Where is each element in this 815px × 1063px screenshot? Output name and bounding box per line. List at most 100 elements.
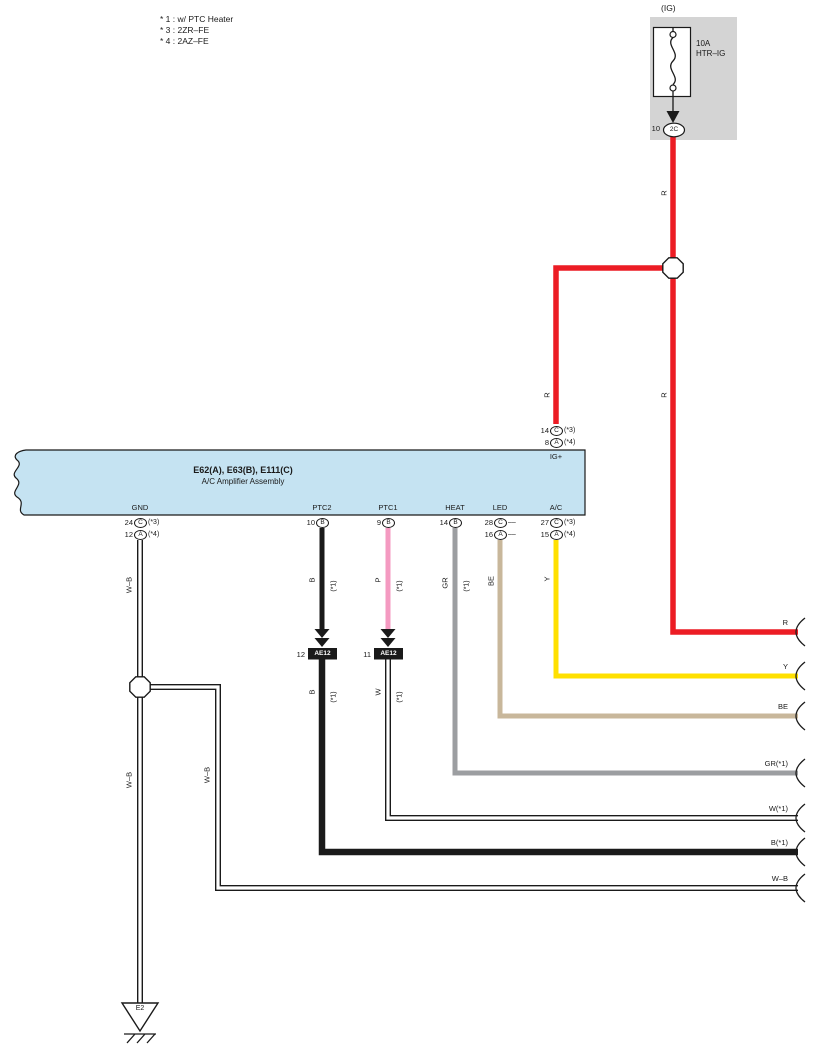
- fuse-rating: 10A: [696, 39, 711, 48]
- pin-row-heat: 14 B: [434, 517, 463, 528]
- ig-source-label: (IG): [661, 3, 676, 13]
- footnote-3: * 4 : 2AZ–FE: [160, 36, 209, 46]
- pin-note: (*3): [564, 519, 576, 526]
- pin-label-ptc1: PTC1: [378, 503, 398, 512]
- pin-row-ac-c: 27 C (*3): [535, 517, 575, 528]
- pin-label-igplus: IG+: [549, 452, 563, 461]
- pin-note: (*4): [564, 439, 576, 446]
- pin-label-gnd: GND: [131, 503, 149, 512]
- wire-label-wb-upper: W–B: [124, 576, 134, 594]
- splice-number-ptc1: 11: [363, 650, 371, 659]
- pin-label-heat: HEAT: [445, 503, 465, 512]
- fuse-terminal-top: [669, 30, 677, 39]
- pin-row-gnd-c: 24 C (*3): [119, 517, 159, 528]
- connector-oval: C: [550, 425, 563, 436]
- pin-row-ac-a: 15 A (*4): [535, 529, 575, 540]
- wire-label-gr: GR: [440, 577, 450, 589]
- pin-number: 28: [484, 518, 493, 527]
- connector-2c-label: 2C: [669, 126, 679, 133]
- wire-label-w-lower: W: [373, 688, 383, 696]
- fuse-name: HTR–IG: [696, 49, 726, 58]
- wire-end-label-be: BE: [777, 702, 788, 711]
- connector-arc-be: [795, 701, 806, 731]
- junction-octagon-gnd: [129, 676, 151, 698]
- connector-oval: A: [494, 529, 507, 540]
- wire-label-y: Y: [542, 576, 552, 582]
- wire-end-label-w: W(*1): [768, 804, 788, 813]
- wire-white-ptc1-fill: [386, 659, 798, 820]
- splice-label-ptc2: AE12: [314, 650, 331, 657]
- pin-number: 27: [540, 518, 549, 527]
- connector-arc-b: [795, 837, 806, 867]
- pin-number: 15: [540, 530, 549, 539]
- wire-note-w-lower: (*1): [396, 691, 404, 703]
- footnote-1: * 1 : w/ PTC Heater: [160, 14, 234, 24]
- wire-note-gr: (*1): [463, 580, 471, 592]
- wire-label-wb-lower: W–B: [124, 771, 134, 789]
- wire-wb-branch-fill: [140, 685, 798, 890]
- wire-yellow-ac: [553, 540, 798, 679]
- splice-number-ptc2: 12: [296, 650, 305, 659]
- ground-symbol-e2: [120, 1002, 160, 1033]
- pin-row-ig-a: 8 A (*4): [535, 437, 575, 448]
- splice-arrow-ptc1: [380, 629, 396, 638]
- connector-oval-2c: [662, 122, 686, 138]
- wire-end-label-y: Y: [782, 662, 788, 671]
- pin-note: (*3): [148, 519, 160, 526]
- connector-arc-w: [795, 803, 806, 833]
- pin-number: 12: [124, 530, 133, 539]
- pin-row-gnd-a: 12 A (*4): [119, 529, 159, 540]
- wire-label-r-branch: R: [542, 392, 552, 398]
- pin-note: ––: [508, 531, 516, 538]
- connector-oval: A: [550, 437, 563, 448]
- junction-octagon-ig: [662, 257, 684, 279]
- pin-label-led: LED: [492, 503, 508, 512]
- wire-red-ig: [670, 136, 798, 635]
- wire-end-label-b: B(*1): [770, 838, 788, 847]
- wire-label-r-top: R: [659, 190, 669, 196]
- pin-number: 9: [376, 518, 381, 527]
- wire-note-b-upper: (*1): [330, 580, 338, 592]
- pin-number: 8: [544, 438, 549, 447]
- connector-oval: B: [449, 517, 462, 528]
- pin-row-ig-c: 14 C (*3): [535, 425, 575, 436]
- wire-label-r-mid: R: [659, 392, 669, 398]
- wire-white-ptc1-outline: [385, 659, 798, 821]
- pin-note: (*3): [564, 427, 576, 434]
- splice-arrow-ptc1-2: [380, 638, 396, 647]
- ground-hatch: [124, 1033, 156, 1044]
- connector-arc-y: [795, 661, 806, 691]
- pin-number: 24: [124, 518, 133, 527]
- arrow-down-icon: [666, 111, 680, 123]
- pin-number: 14: [540, 426, 549, 435]
- pin-number: 10: [306, 518, 315, 527]
- wire-note-p: (*1): [396, 580, 404, 592]
- amplifier-subtitle: A/C Amplifier Assembly: [201, 477, 285, 486]
- connector-oval: B: [382, 517, 395, 528]
- connector-oval: C: [550, 517, 563, 528]
- splice-arrow-ptc2: [314, 629, 330, 638]
- fuse-terminal-bottom: [669, 84, 677, 92]
- footnotes: * 1 : w/ PTC Heater * 3 : 2ZR–FE * 4 : 2…: [160, 14, 233, 47]
- pin-row-ptc2: 10 B: [301, 517, 330, 528]
- wire-label-be: BE: [486, 575, 496, 587]
- pin-row-ptc1: 9 B: [367, 517, 396, 528]
- pin-row-led-c: 28 C ––: [479, 517, 516, 528]
- fuse-symbol: [670, 27, 676, 111]
- pin-label-ptc2: PTC2: [312, 503, 332, 512]
- pin-number: 14: [439, 518, 448, 527]
- connector-oval: A: [550, 529, 563, 540]
- connector-oval: C: [134, 517, 147, 528]
- ground-label: E2: [135, 1005, 145, 1012]
- footnote-2: * 3 : 2ZR–FE: [160, 25, 210, 35]
- pin-row-led-a: 16 A ––: [479, 529, 516, 540]
- wire-end-label-wb: W–B: [771, 874, 788, 883]
- connector-2c-pin: 10: [651, 124, 660, 133]
- amplifier-box: [13, 449, 586, 516]
- wire-gray-heat: [452, 528, 798, 776]
- connector-arc-wb: [795, 873, 806, 903]
- pin-note: (*4): [564, 531, 576, 538]
- connector-oval: B: [316, 517, 329, 528]
